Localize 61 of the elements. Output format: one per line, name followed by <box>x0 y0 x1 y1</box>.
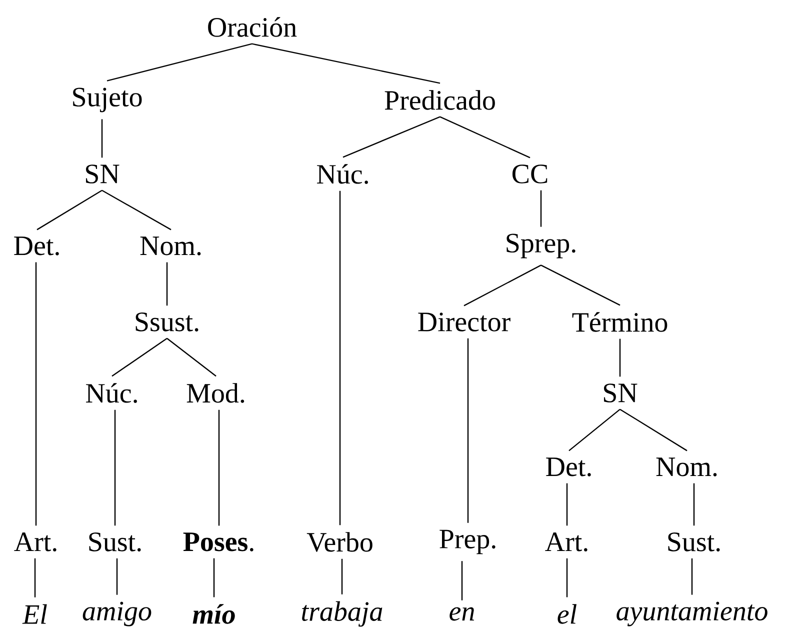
tree-label: Nom. <box>656 458 717 476</box>
tree-line <box>693 483 695 526</box>
tree-label: Predicado <box>384 90 495 110</box>
tree-label: ayuntamiento <box>616 602 768 626</box>
tree-line <box>540 264 620 306</box>
tree-label: Director <box>418 312 510 332</box>
tree-line <box>213 558 215 598</box>
tree-label: trabaja <box>302 601 382 627</box>
tree-label: Prep. <box>440 530 496 554</box>
tree-line <box>34 558 36 598</box>
tree-line <box>218 410 220 526</box>
tree-line <box>102 190 172 230</box>
tree-line <box>461 561 463 600</box>
tree-label: Nom. <box>140 236 201 256</box>
tree-line <box>566 558 568 598</box>
tree-line <box>252 43 440 84</box>
tree-line <box>106 43 252 82</box>
tree-line <box>620 408 688 452</box>
tree-line <box>467 338 469 523</box>
tree-label: SN <box>604 384 638 402</box>
tree-line <box>440 116 530 158</box>
tree-line <box>619 338 621 377</box>
tree-label: en <box>450 607 474 621</box>
tree-label: CC <box>512 164 548 184</box>
tree-label: Det. <box>14 236 59 256</box>
tree-label: Núc. <box>86 383 137 403</box>
tree-label: Sust. <box>89 532 141 552</box>
tree-line <box>35 262 37 526</box>
tree-line <box>464 264 542 306</box>
tree-label: Mod. <box>186 383 244 403</box>
tree-line <box>112 338 168 377</box>
tree-line <box>342 116 440 158</box>
tree-label: El <box>22 604 47 624</box>
tree-label: Poses. <box>183 532 254 552</box>
tree-label: Det. <box>546 458 591 476</box>
tree-label: Núc. <box>317 164 368 184</box>
tree-line <box>568 408 620 452</box>
tree-label: Sust. <box>668 532 720 552</box>
tree-line <box>341 558 343 594</box>
tree-line <box>101 119 103 158</box>
tree-label: Sprep. <box>506 234 576 258</box>
tree-label: Art. <box>14 532 56 552</box>
tree-label: Art. <box>545 532 588 552</box>
tree-line <box>566 483 568 526</box>
tree-label: Ssust. <box>136 312 198 332</box>
tree-line <box>166 338 216 377</box>
tree-label: el <box>558 604 576 624</box>
tree-label: amigo <box>82 602 152 626</box>
tree-line <box>540 190 542 227</box>
tree-label: Verbo <box>306 532 372 552</box>
tree-line <box>116 558 118 595</box>
tree-line <box>114 410 116 526</box>
tree-label: Sujeto <box>73 88 142 112</box>
tree-line <box>36 190 102 230</box>
tree-line <box>166 262 168 306</box>
tree-label: Oración <box>208 17 297 37</box>
tree-label: SN <box>86 164 120 184</box>
tree-label: Término <box>572 312 668 332</box>
tree-label: mío <box>192 604 235 624</box>
tree-line <box>691 558 693 595</box>
tree-line <box>339 190 341 526</box>
